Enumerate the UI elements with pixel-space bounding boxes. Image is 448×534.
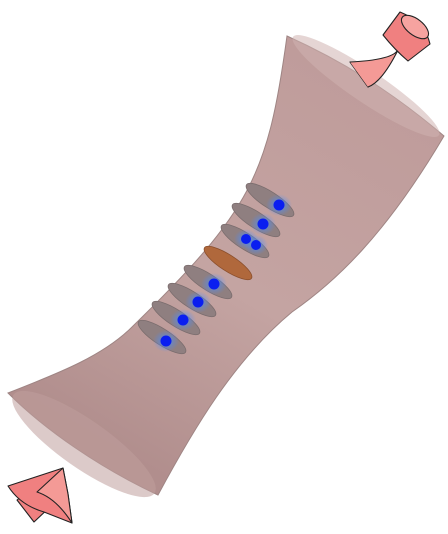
atom [251,240,261,250]
atom [209,279,220,290]
atom [274,200,285,211]
atom [258,219,269,230]
atom [241,234,251,244]
laser-arrow-top-right [350,11,433,87]
atom [178,315,189,326]
atom [161,336,172,347]
laser-arrow-bottom-left [8,468,72,523]
atom [193,297,204,308]
